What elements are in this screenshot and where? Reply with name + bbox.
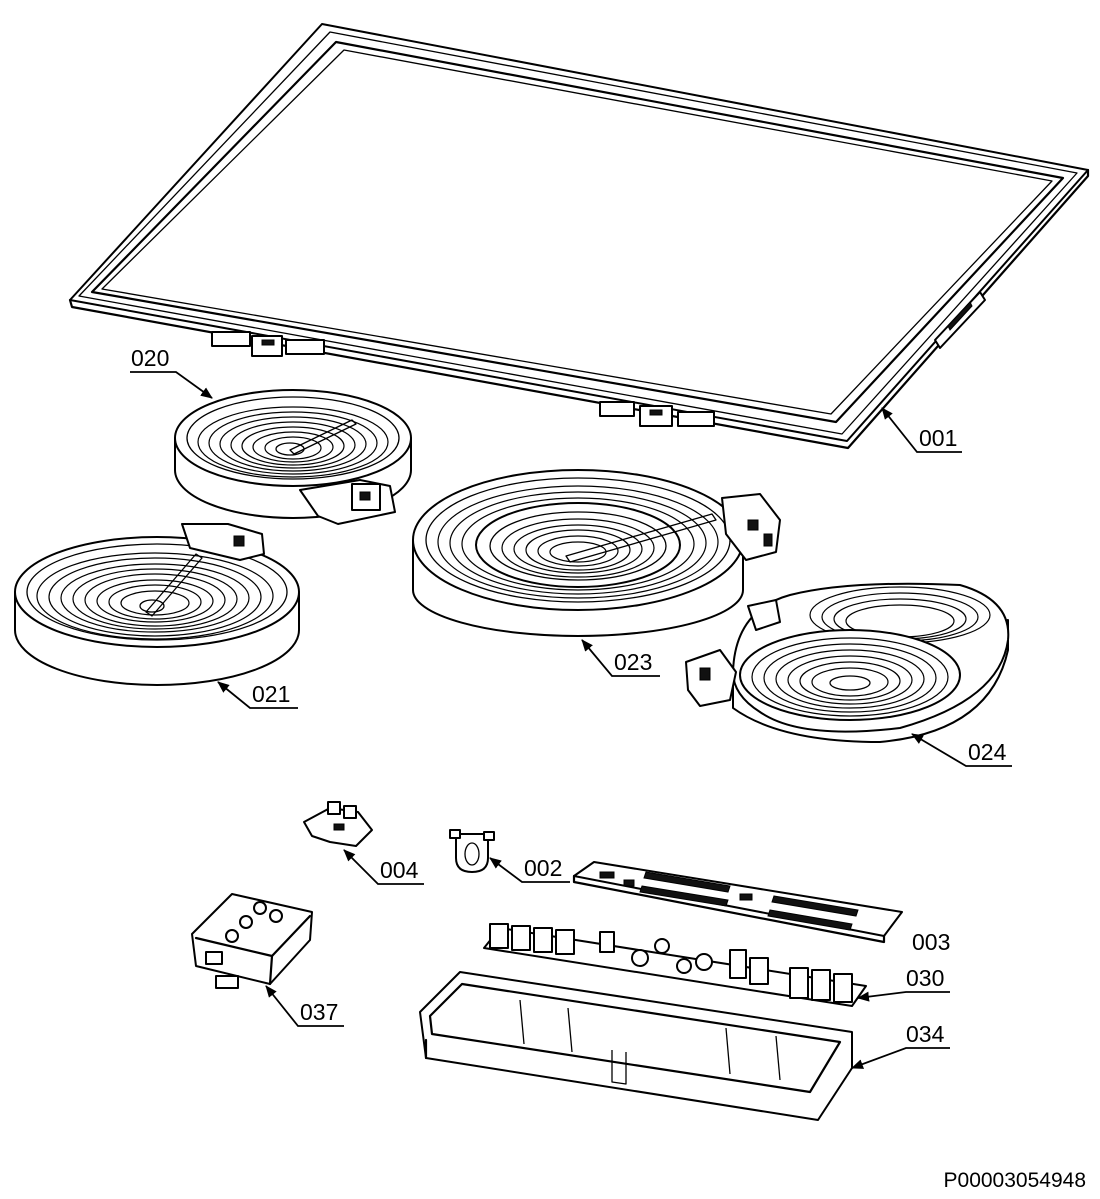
part-030-power-board (483, 923, 867, 1007)
label-002: 002 (524, 855, 562, 881)
clip-left (211, 331, 325, 357)
callout-001: 001 (881, 407, 962, 453)
label-030: 030 (906, 965, 944, 991)
part-023-hotplate-dual (412, 469, 781, 637)
part-024-hotplate-oval (685, 582, 1010, 743)
label-034: 034 (906, 1021, 945, 1047)
clip-right (599, 401, 715, 427)
part-037-terminal-block (191, 893, 313, 989)
callout-004: 004 (343, 849, 424, 885)
label-037: 037 (300, 999, 338, 1025)
label-001: 001 (919, 425, 957, 451)
part-003-control-board (572, 861, 903, 944)
label-004: 004 (380, 857, 419, 883)
callout-037: 037 (265, 985, 344, 1027)
part-021-hotplate-left (14, 523, 300, 686)
label-023: 023 (614, 649, 652, 675)
clip-side (934, 291, 986, 349)
callout-030: 030 (857, 965, 950, 1002)
label-020: 020 (131, 345, 169, 371)
reference-code: P00003054948 (944, 1169, 1086, 1192)
callout-020: 020 (130, 345, 213, 399)
part-004-clip (303, 801, 373, 847)
label-003: 003 (912, 929, 950, 955)
part-002-u-clip (449, 829, 495, 873)
callout-003: 003 (912, 929, 950, 955)
callout-024: 024 (911, 733, 1012, 767)
part-020-hotplate-small (174, 389, 412, 525)
callout-021: 021 (217, 681, 298, 709)
callout-002: 002 (489, 855, 570, 883)
label-021: 021 (252, 681, 290, 707)
callout-023: 023 (581, 639, 660, 677)
label-024: 024 (968, 739, 1007, 765)
callout-034: 034 (851, 1021, 950, 1069)
part-001-glass-top (68, 23, 1090, 450)
